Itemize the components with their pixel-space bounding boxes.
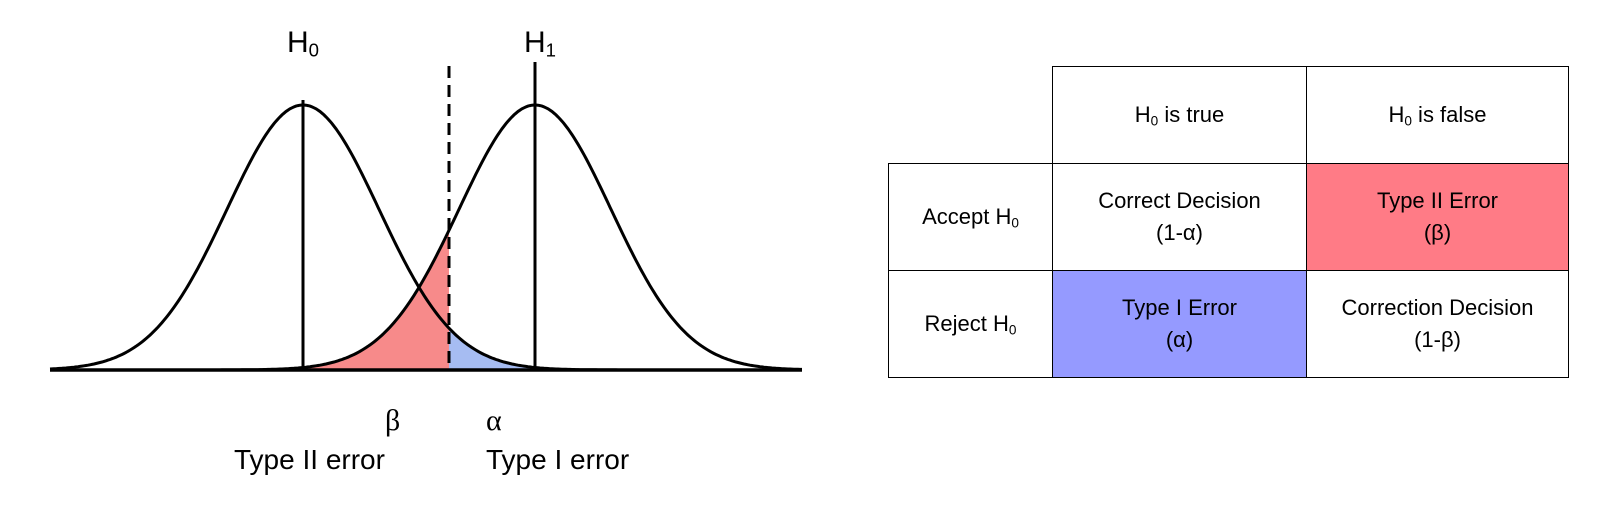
col-header-h0-true: H0 is true — [1052, 66, 1307, 164]
table-row: Accept H0 Correct Decision(1-α) Type II … — [888, 163, 1569, 271]
cell-type-ii-error: Type II Error(β) — [1306, 163, 1569, 271]
table-row: Reject H0 Type I Error(α) Correction Dec… — [888, 270, 1569, 378]
type-ii-error-caption: Type II error — [234, 444, 385, 475]
cell-correction-decision: Correction Decision(1-β) — [1306, 270, 1569, 378]
type-i-error-caption: Type I error — [486, 444, 630, 475]
table-header-row: H0 is true H0 is false — [888, 66, 1569, 164]
cell-correct-decision: Correct Decision(1-α) — [1052, 163, 1307, 271]
type-i-error-region — [449, 328, 620, 370]
row-header-accept: Accept H0 — [888, 163, 1053, 271]
row-header-reject: Reject H0 — [888, 270, 1053, 378]
h1-label: H1 — [524, 26, 557, 61]
type-ii-error-region — [260, 230, 449, 370]
beta-symbol: β — [385, 404, 401, 437]
cell-type-i-error: Type I Error(α) — [1052, 270, 1307, 378]
alpha-symbol: α — [486, 404, 502, 437]
decision-table: H0 is true H0 is false Accept H0 Correct… — [888, 66, 1569, 378]
col-header-h0-false: H0 is false — [1306, 66, 1569, 164]
distribution-diagram — [49, 62, 802, 372]
h0-label: H0 — [287, 26, 320, 61]
table-corner — [888, 66, 1053, 164]
